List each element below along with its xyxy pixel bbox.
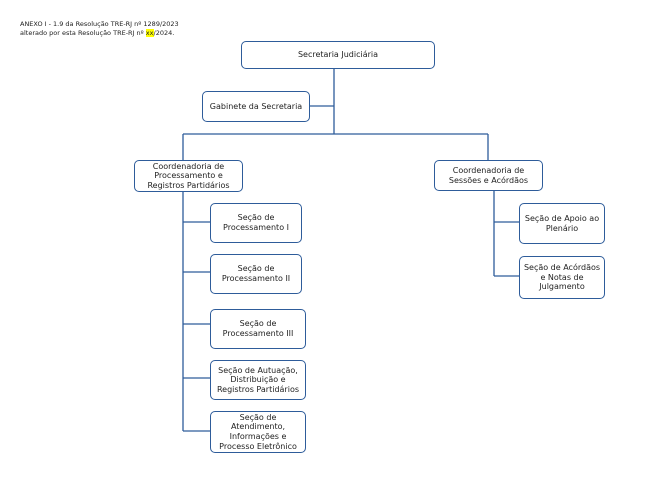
box-secao-autuacao: Seção de Autuação, Distribuição e Regist… — [210, 360, 306, 400]
box-coord-sessoes: Coordenadoria de Sessões e Acórdãos — [434, 160, 543, 191]
box-secao-processamento-1: Seção de Processamento I — [210, 203, 302, 243]
header-line-1: ANEXO I - 1.9 da Resolução TRE-RJ nº 128… — [20, 20, 179, 28]
box-secao-processamento-3: Seção de Processamento III — [210, 309, 306, 349]
document-header: ANEXO I - 1.9 da Resolução TRE-RJ nº 128… — [20, 20, 179, 37]
box-secao-atendimento: Seção de Atendimento, Informações e Proc… — [210, 411, 306, 453]
header-line-2-start: alterado por esta Resolução TRE-RJ nº — [20, 28, 146, 37]
box-secao-apoio-plenario: Seção de Apoio ao Plenário — [519, 203, 605, 244]
box-secretaria-judiciaria: Secretaria Judiciária — [241, 41, 435, 69]
header-line-2: alterado por esta Resolução TRE-RJ nº xx… — [20, 28, 179, 38]
header-line-2-end: /2024. — [153, 28, 175, 37]
highlighted-number: xx — [145, 28, 154, 37]
box-coord-processamento: Coordenadoria de Processamento e Registr… — [134, 160, 243, 192]
box-secao-acordaos: Seção de Acórdãos e Notas de Julgamento — [519, 256, 605, 299]
box-gabinete: Gabinete da Secretaria — [202, 91, 310, 122]
box-secao-processamento-2: Seção de Processamento II — [210, 254, 302, 294]
